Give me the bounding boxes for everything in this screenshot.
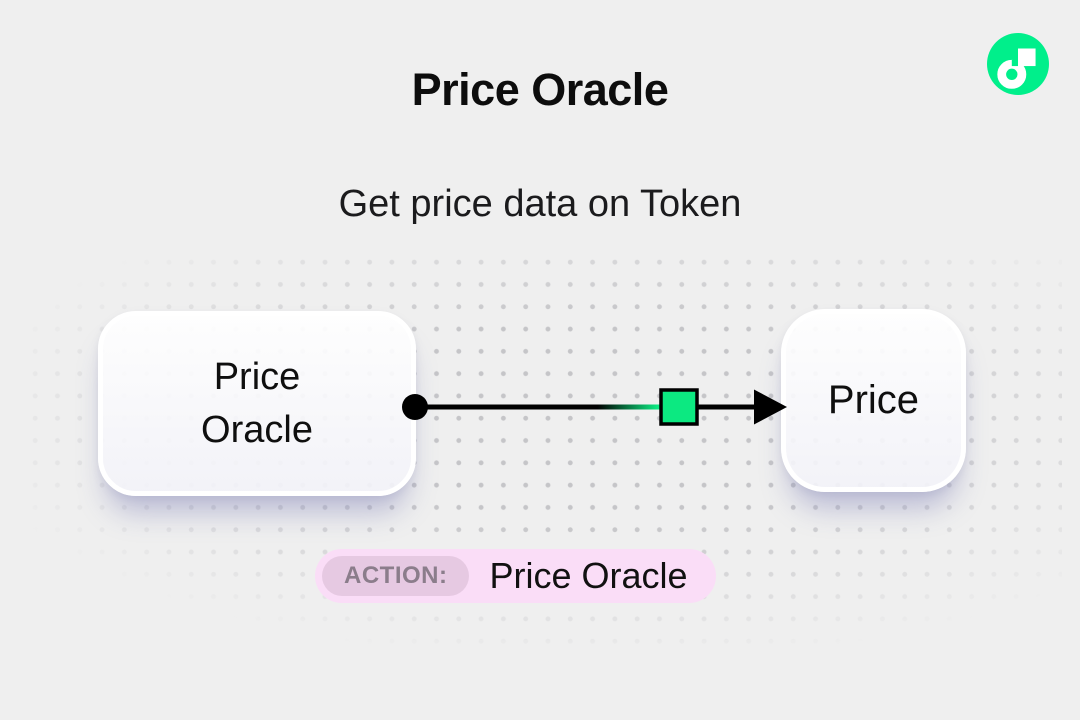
- connector-line-left: [415, 404, 662, 410]
- connector-handle[interactable]: [659, 388, 699, 426]
- action-badge-label: ACTION:: [322, 556, 470, 596]
- node-price-oracle[interactable]: Price Oracle: [98, 311, 416, 496]
- action-badge: ACTION: Price Oracle: [315, 549, 716, 603]
- node-price-label: Price: [827, 377, 920, 422]
- connector-line-right: [698, 404, 758, 410]
- node-price-oracle-label: Price Oracle: [201, 356, 313, 451]
- arrowhead-icon: [754, 389, 787, 425]
- page-subtitle: Get price data on Token: [338, 183, 742, 225]
- connector-arrow: [402, 388, 787, 426]
- action-badge-value: Price Oracle: [489, 555, 688, 596]
- page-title: Price Oracle: [411, 64, 669, 115]
- node-price[interactable]: Price: [781, 309, 966, 492]
- flow-logo-icon: [987, 33, 1049, 95]
